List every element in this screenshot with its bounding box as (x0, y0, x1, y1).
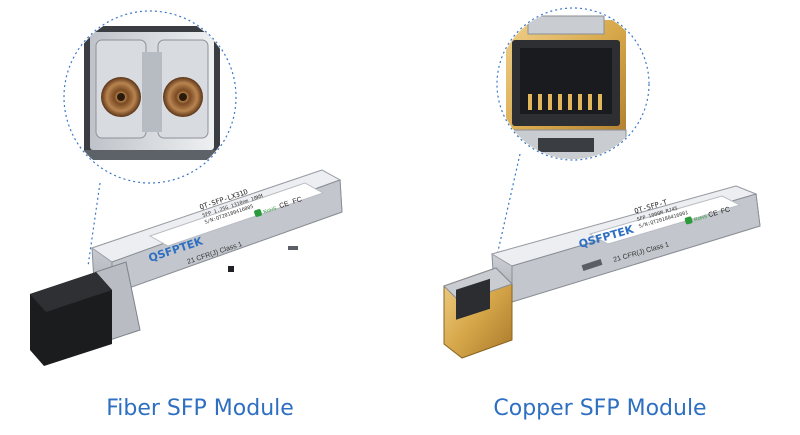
fiber-zoom-inset (63, 10, 237, 184)
copper-caption: Copper SFP Module (493, 396, 707, 421)
fiber-leader-line (87, 182, 101, 267)
copper-sfp-module (443, 185, 761, 359)
copper-fc-mark: FC (720, 206, 731, 215)
fiber-fc-mark: FC (292, 196, 303, 206)
fiber-sfp-panel: QT-SFP-LX31D SFP 1.25G 1310nm 10KM S/N:Q… (30, 10, 343, 421)
fiber-rohs-mark: RoHS (263, 205, 278, 215)
fiber-sfp-illustration: QT-SFP-LX31D SFP 1.25G 1310nm 10KM S/N:Q… (30, 10, 343, 366)
copper-rohs-mark: RoHS (694, 214, 709, 224)
copper-ce-mark: CE (708, 210, 720, 220)
fiber-caption: Fiber SFP Module (106, 396, 294, 421)
copper-leader-line (495, 153, 521, 261)
copper-sfp-illustration: QT-SFP-T SFP 1000M RJ45 S/N:QT2018041600… (443, 7, 761, 359)
copper-zoom-inset (496, 7, 650, 161)
fiber-sfp-module (30, 169, 343, 366)
copper-sfp-panel: QT-SFP-T SFP 1000M RJ45 S/N:QT2018041600… (400, 0, 800, 435)
fiber-ce-mark: CE (279, 200, 291, 210)
